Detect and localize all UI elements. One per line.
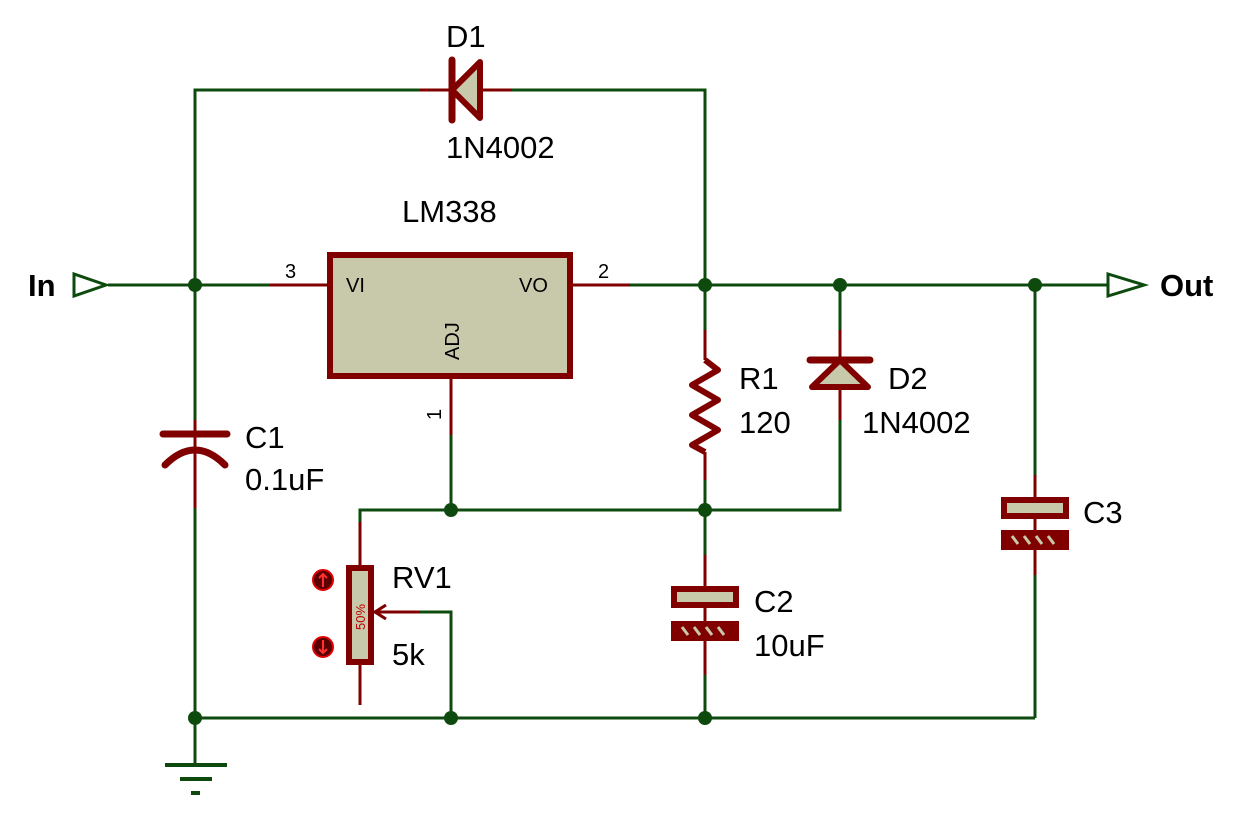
decrement-button[interactable]: [312, 636, 334, 658]
c2-value: 10uF: [754, 628, 825, 663]
r1-value: 120: [739, 405, 791, 440]
d1-value: 1N4002: [446, 130, 555, 165]
diode-d2-symbol-icon: [809, 357, 871, 390]
junction: [444, 711, 458, 725]
regulator-pin-adj: ADJ: [442, 322, 464, 360]
potentiometer-body: [346, 565, 374, 665]
capacitor-c2: C2 10uF: [671, 555, 825, 675]
r1-ref: R1: [739, 361, 779, 396]
output-port: Out: [1106, 268, 1213, 303]
c1-ref: C1: [245, 420, 285, 455]
junction: [1028, 278, 1042, 292]
wire-d1-left: [193, 88, 420, 285]
regulator-pin-num-vo: 2: [598, 261, 609, 283]
regulator-name: LM338: [402, 194, 497, 229]
regulator-pin-vo: VO: [519, 275, 548, 297]
rv1-ref: RV1: [392, 560, 452, 595]
wire-adj-bus: [358, 435, 842, 555]
junction: [188, 278, 202, 292]
wiper-arrow-icon: [372, 603, 387, 621]
d2-value: 1N4002: [862, 405, 971, 440]
increment-button[interactable]: [312, 569, 334, 591]
capacitor-c3-positive-plate-icon: [1001, 497, 1069, 519]
output-port-arrow-icon: [1106, 271, 1150, 299]
ground-symbol: [165, 763, 227, 795]
junction: [698, 503, 712, 517]
capacitor-c2-positive-plate-icon: [671, 586, 739, 608]
input-port-arrow-icon: [72, 271, 111, 299]
diode-d1: D1 1N4002: [420, 19, 555, 165]
junction: [833, 278, 847, 292]
rv1-value: 5k: [392, 637, 425, 672]
capacitor-c3-negative-plate-icon: [1001, 530, 1069, 550]
capacitor-c2-negative-plate-icon: [671, 621, 739, 641]
output-port-label: Out: [1160, 268, 1213, 303]
wire-rv1-wiper: [420, 610, 453, 718]
resistor-r1: R1 120: [689, 330, 791, 480]
input-port: In: [28, 268, 111, 303]
c2-ref: C2: [754, 584, 794, 619]
d2-ref: D2: [888, 361, 928, 396]
wire-d1-right: [512, 88, 707, 285]
wires: [108, 88, 1108, 765]
input-port-label: In: [28, 268, 56, 303]
junction: [444, 503, 458, 517]
junction: [698, 711, 712, 725]
junction: [698, 278, 712, 292]
capacitor-c3: C3: [1001, 475, 1123, 575]
d1-ref: D1: [446, 19, 486, 54]
c3-ref: C3: [1083, 495, 1123, 530]
junctions: [188, 278, 1042, 725]
regulator-body: [327, 252, 573, 379]
regulator-pin-num-vi: 3: [285, 261, 296, 283]
potentiometer-rv1: 50% RV1 5k: [312, 522, 452, 705]
rv1-wiper-position: 50%: [353, 604, 368, 630]
resistor-r1-zigzag-icon: [689, 357, 721, 455]
junction: [188, 711, 202, 725]
diode-d1-symbol-icon: [449, 59, 483, 121]
diode-d2: D2 1N4002: [806, 330, 971, 440]
c1-value: 0.1uF: [245, 462, 324, 497]
regulator-pin-num-adj: 1: [424, 409, 446, 420]
regulator-pin-vi: VI: [346, 275, 365, 297]
regulator-lm338: LM338 VI VO ADJ 3 2 1: [270, 194, 630, 435]
capacitor-c1: C1 0.1uF: [159, 420, 324, 508]
